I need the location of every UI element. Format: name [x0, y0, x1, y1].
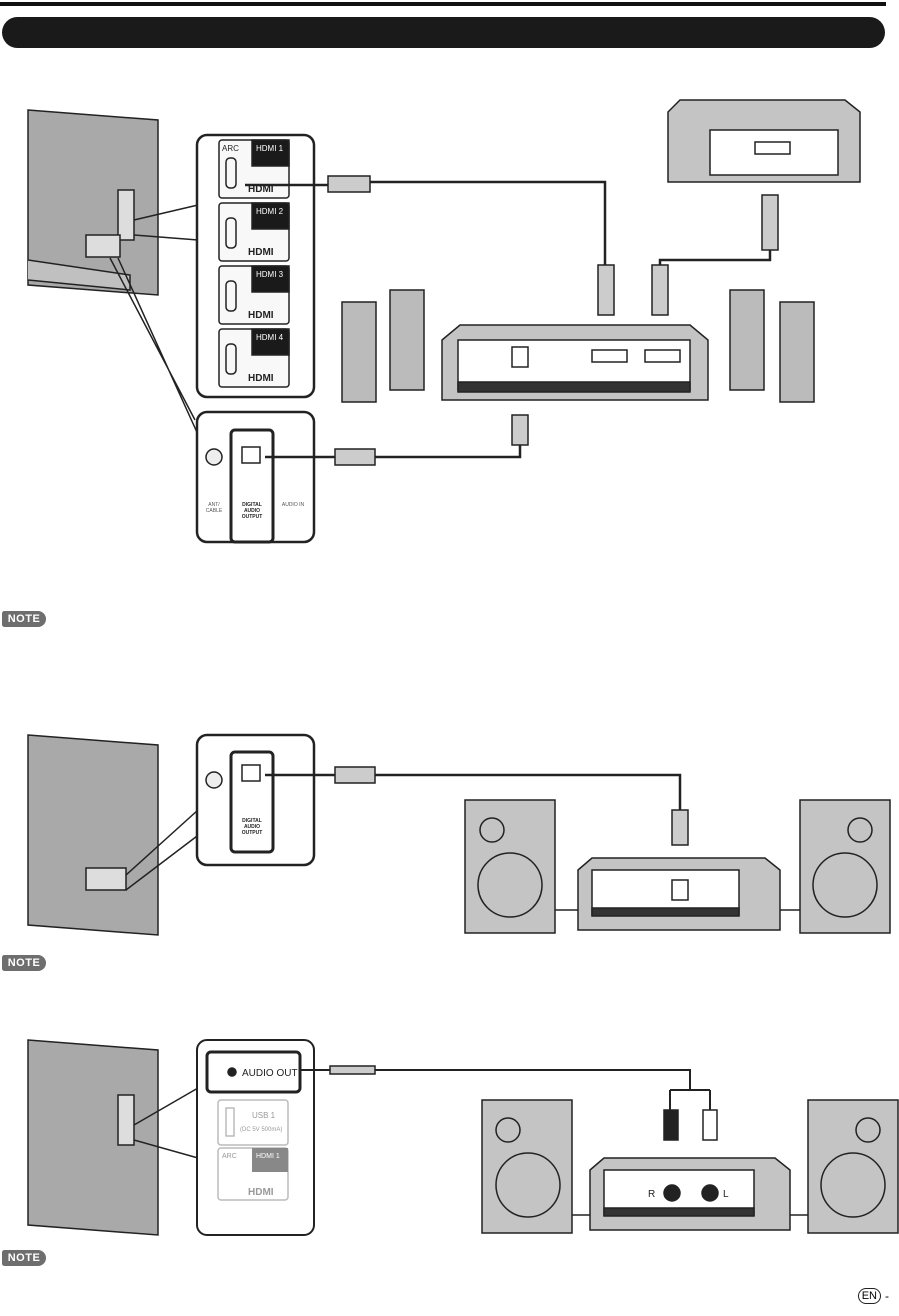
right-channel-label: R — [648, 1189, 655, 1200]
note-badge: NOTE — [2, 955, 46, 971]
hdmi-port: HDMI 3 HDMI — [219, 266, 289, 324]
hdmi-port: ARC HDMI 1 HDMI — [219, 140, 289, 198]
ant-cable-label: ANT/ CABLE — [199, 502, 229, 514]
hdmi-logo: HDMI — [248, 373, 274, 384]
digital-audio-output-label: DIGITAL AUDIO OUTPUT — [234, 818, 270, 836]
page-language-marker: EN - — [858, 1288, 889, 1304]
top-rule — [0, 2, 886, 6]
diagram-optical-connection: DIGITAL AUDIO OUTPUT — [0, 730, 899, 940]
usb-spec-label: (DC 5V 500mA) — [240, 1127, 282, 1133]
tv-rear — [28, 110, 158, 295]
digital-audio-output-label: DIGITAL AUDIO OUTPUT — [234, 502, 270, 520]
hdmi-port-label: HDMI 2 — [256, 207, 284, 216]
arc-label: ARC — [222, 144, 239, 153]
arc-label: ARC — [222, 1153, 237, 1160]
section-title-bar — [2, 17, 885, 48]
audio-in-label: AUDIO IN — [276, 502, 310, 508]
hdmi-logo: HDMI — [248, 310, 274, 321]
audio-out-label: AUDIO OUT — [242, 1068, 298, 1079]
left-channel-label: L — [723, 1189, 729, 1200]
hdmi-port: HDMI 4 HDMI — [219, 329, 289, 387]
hdmi-logo: HDMI — [248, 1187, 274, 1198]
hdmi-port-label: HDMI 3 — [256, 270, 284, 279]
language-badge: EN — [858, 1288, 881, 1304]
usb-label: USB 1 — [252, 1111, 276, 1120]
hdmi-logo: HDMI — [248, 247, 274, 258]
note-badge: NOTE — [2, 1250, 46, 1266]
diagram-analog-audio-connection: AUDIO OUT USB 1 (DC 5V 500mA) ARC HDMI 1… — [0, 1030, 899, 1240]
note-badge: NOTE — [2, 611, 46, 627]
hdmi-port-label: HDMI 1 — [256, 144, 284, 153]
hdmi-port-label: HDMI 4 — [256, 333, 284, 342]
hdmi1-label: HDMI 1 — [256, 1153, 280, 1160]
page-number-suffix: - — [885, 1289, 889, 1303]
diagram-hdmi-arc-connection: ARC HDMI 1 HDMI HDMI 2 HDMI HDMI 3 HDMI — [0, 90, 899, 550]
hdmi-port: HDMI 2 HDMI — [219, 203, 289, 261]
